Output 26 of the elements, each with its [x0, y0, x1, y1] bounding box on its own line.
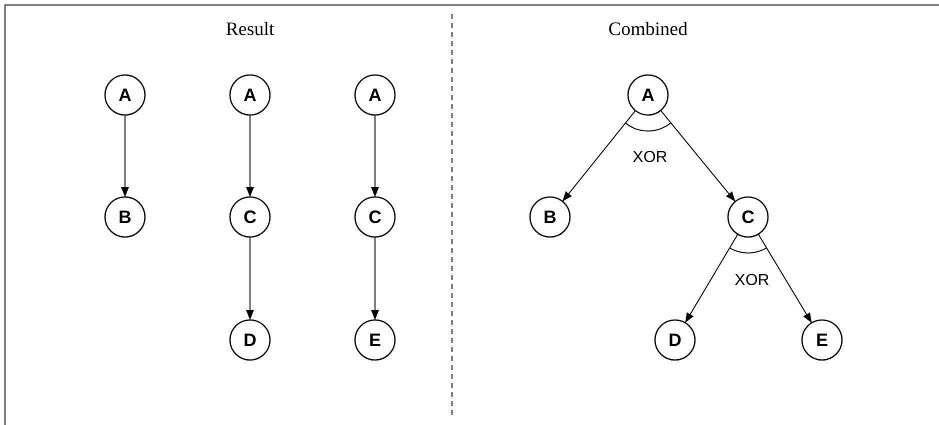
arrow — [121, 114, 129, 198]
node-label: E — [816, 330, 828, 350]
node-label: C — [742, 206, 754, 228]
node-label: D — [244, 330, 256, 350]
node-label: A — [118, 84, 132, 106]
node-label: A — [244, 84, 256, 106]
arrow — [371, 236, 379, 320]
arrow — [684, 234, 738, 324]
node-label: C — [368, 206, 382, 228]
xor-label: XOR — [734, 272, 770, 290]
node-label: C — [244, 206, 256, 228]
xor-label: XOR — [632, 149, 668, 167]
node-label: A — [368, 84, 382, 106]
arrow — [660, 110, 736, 202]
node-label: B — [544, 206, 556, 228]
arrow — [758, 234, 812, 324]
arrow — [371, 114, 379, 198]
arrow — [246, 114, 254, 198]
section-title: Result — [226, 19, 274, 41]
section-title: Combined — [608, 19, 688, 41]
node-label: A — [642, 84, 654, 106]
arrow — [562, 110, 636, 202]
node-label: D — [668, 330, 682, 350]
node-label: E — [368, 330, 381, 350]
arrow — [246, 236, 254, 320]
node-label: B — [118, 206, 132, 228]
